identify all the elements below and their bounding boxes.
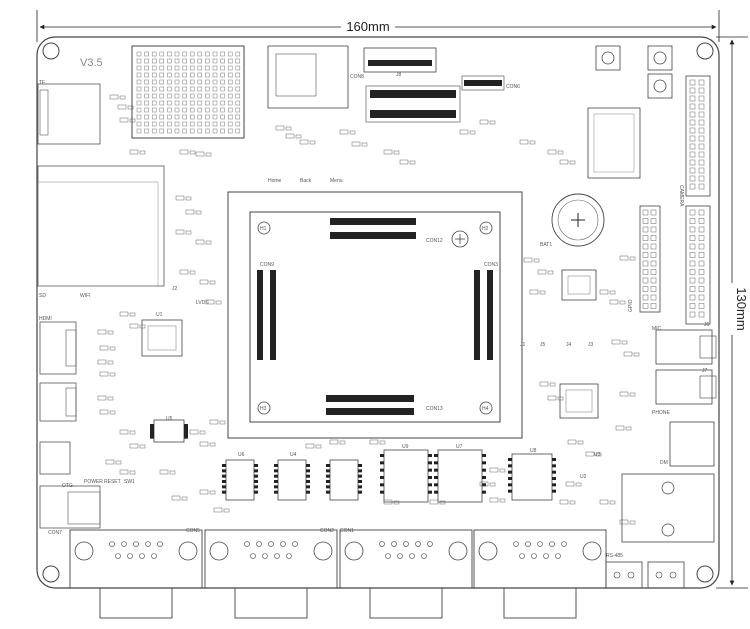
svg-text:RS-485: RS-485 — [606, 553, 623, 559]
mic-jack: MIC — [652, 326, 717, 365]
svg-text:CON1: CON1 — [340, 528, 354, 534]
svg-text:U6: U6 — [238, 452, 245, 458]
svg-text:WIFI: WIFI — [80, 293, 91, 299]
svg-text:RESET: RESET — [104, 479, 121, 485]
svg-text:H1: H1 — [260, 226, 267, 232]
svg-text:TF: TF — [39, 80, 45, 86]
svg-text:CON2: CON2 — [320, 528, 334, 534]
svg-text:PHONE: PHONE — [652, 410, 670, 416]
svg-text:SW1: SW1 — [124, 479, 135, 485]
svg-text:CON6: CON6 — [506, 84, 520, 90]
svg-text:J1: J1 — [520, 342, 526, 348]
svg-text:H2: H2 — [482, 226, 489, 232]
chip-u1: U1 — [141, 312, 183, 357]
svg-text:CON9: CON9 — [260, 262, 274, 268]
svg-text:J4: J4 — [566, 342, 572, 348]
svg-text:J6: J6 — [704, 322, 710, 328]
core-module: H1 H2 H3 H4 CON12 CON9 CON3 CON13 — [227, 191, 523, 439]
chip-u12 — [561, 269, 597, 301]
chip-u10 — [559, 383, 599, 419]
db9-connector — [69, 529, 203, 619]
mounting-holes — [42, 42, 714, 583]
svg-text:J7: J7 — [702, 368, 708, 374]
svg-text:HDMI: HDMI — [39, 316, 52, 322]
svg-text:CON7: CON7 — [48, 530, 62, 536]
svg-text:GPIO: GPIO — [628, 299, 634, 312]
svg-text:MIC: MIC — [652, 326, 662, 332]
dm-connector: DM — [660, 421, 715, 467]
db9-connector — [339, 529, 473, 619]
svg-text:U5: U5 — [166, 416, 173, 422]
svg-text:CON8: CON8 — [350, 74, 364, 80]
gpio-header: GPIO — [628, 205, 711, 325]
svg-text:U1: U1 — [156, 312, 163, 318]
svg-text:CON3: CON3 — [484, 262, 498, 268]
smd-components — [97, 94, 640, 525]
height-label: 130mm — [734, 287, 749, 330]
chip-u17 — [587, 107, 641, 179]
width-dimension: 160mm — [36, 10, 720, 42]
svg-text:BAT1: BAT1 — [540, 242, 552, 248]
power-jack: POWER RESET SW1 — [39, 479, 135, 529]
sd-card-slot: SD — [37, 165, 165, 299]
svg-text:U7: U7 — [456, 444, 463, 450]
svg-text:Menu: Menu — [330, 178, 343, 184]
width-label: 160mm — [346, 19, 389, 34]
lcd-fpc-connector — [363, 47, 461, 123]
svg-text:CON13: CON13 — [426, 406, 443, 412]
board-version: V3.5 — [80, 57, 103, 69]
height-dimension: 130mm — [716, 36, 749, 589]
svg-text:H3: H3 — [260, 406, 267, 412]
svg-text:U9: U9 — [402, 444, 409, 450]
svg-text:U4: U4 — [290, 452, 297, 458]
hdmi-connector: HDMI — [39, 316, 77, 375]
svg-text:J8: J8 — [396, 72, 402, 78]
svg-text:DM: DM — [660, 460, 668, 466]
svg-text:J3: J3 — [588, 342, 594, 348]
ethernet-connector — [621, 473, 715, 543]
svg-text:U8: U8 — [530, 448, 537, 454]
serial-ports — [69, 529, 607, 619]
con6-connector: CON6 — [461, 75, 520, 91]
otg-connector: OTG — [39, 441, 73, 489]
tf-card-slot: TF — [37, 80, 101, 145]
svg-text:POWER: POWER — [84, 479, 103, 485]
battery-holder: BAT1 — [540, 193, 605, 248]
svg-text:H4: H4 — [482, 406, 489, 412]
svg-text:SD: SD — [39, 293, 46, 299]
svg-text:J2: J2 — [172, 286, 178, 292]
svg-text:U2: U2 — [580, 474, 587, 480]
con8-connector: CON8 — [267, 45, 364, 109]
usb-connector — [39, 382, 77, 422]
svg-text:CON5: CON5 — [186, 528, 200, 534]
svg-text:CAMERA: CAMERA — [678, 185, 684, 207]
svg-text:LVDS: LVDS — [196, 300, 209, 306]
push-buttons — [595, 45, 673, 99]
board-outline — [36, 36, 720, 589]
rs485-terminals: RS-485 — [605, 553, 685, 589]
phone-jack: PHONE — [652, 369, 717, 416]
db9-connector — [473, 529, 607, 619]
svg-text:Back: Back — [300, 178, 312, 184]
db9-connector — [204, 529, 338, 619]
wifi-module — [131, 45, 245, 139]
svg-text:J5: J5 — [540, 342, 546, 348]
camera-header: CAMERA — [678, 75, 711, 207]
bottom-ic-row — [150, 419, 556, 503]
svg-text:U3: U3 — [594, 452, 601, 458]
svg-text:CON12: CON12 — [426, 238, 443, 244]
svg-text:Home: Home — [268, 178, 282, 184]
